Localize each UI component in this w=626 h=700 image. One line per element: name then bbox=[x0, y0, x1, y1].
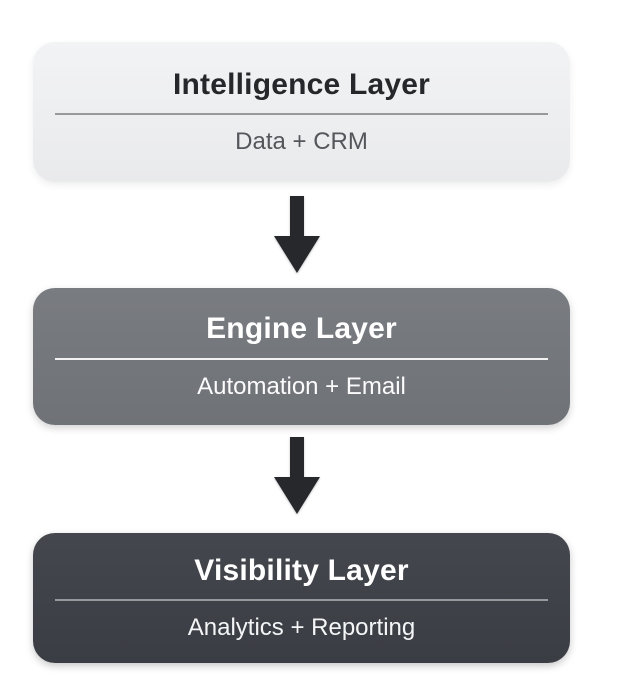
layer-divider bbox=[55, 599, 548, 602]
layer-divider bbox=[55, 113, 548, 116]
layer-title-engine: Engine Layer bbox=[206, 312, 397, 346]
down-arrow-icon bbox=[274, 196, 320, 273]
layer-box-intelligence: Intelligence Layer Data + CRM bbox=[33, 42, 570, 182]
down-arrow-shape bbox=[274, 196, 320, 273]
layer-title-visibility: Visibility Layer bbox=[194, 553, 409, 587]
layer-divider bbox=[55, 357, 548, 360]
layer-subtitle-intelligence: Data + CRM bbox=[235, 128, 368, 156]
layer-subtitle-engine: Automation + Email bbox=[197, 372, 406, 400]
down-arrow-shape bbox=[274, 437, 320, 514]
layer-box-engine: Engine Layer Automation + Email bbox=[33, 288, 570, 425]
layer-box-visibility: Visibility Layer Analytics + Reporting bbox=[33, 533, 570, 663]
layer-title-intelligence: Intelligence Layer bbox=[172, 67, 431, 101]
layer-subtitle-visibility: Analytics + Reporting bbox=[187, 614, 416, 642]
down-arrow-icon bbox=[274, 437, 320, 514]
